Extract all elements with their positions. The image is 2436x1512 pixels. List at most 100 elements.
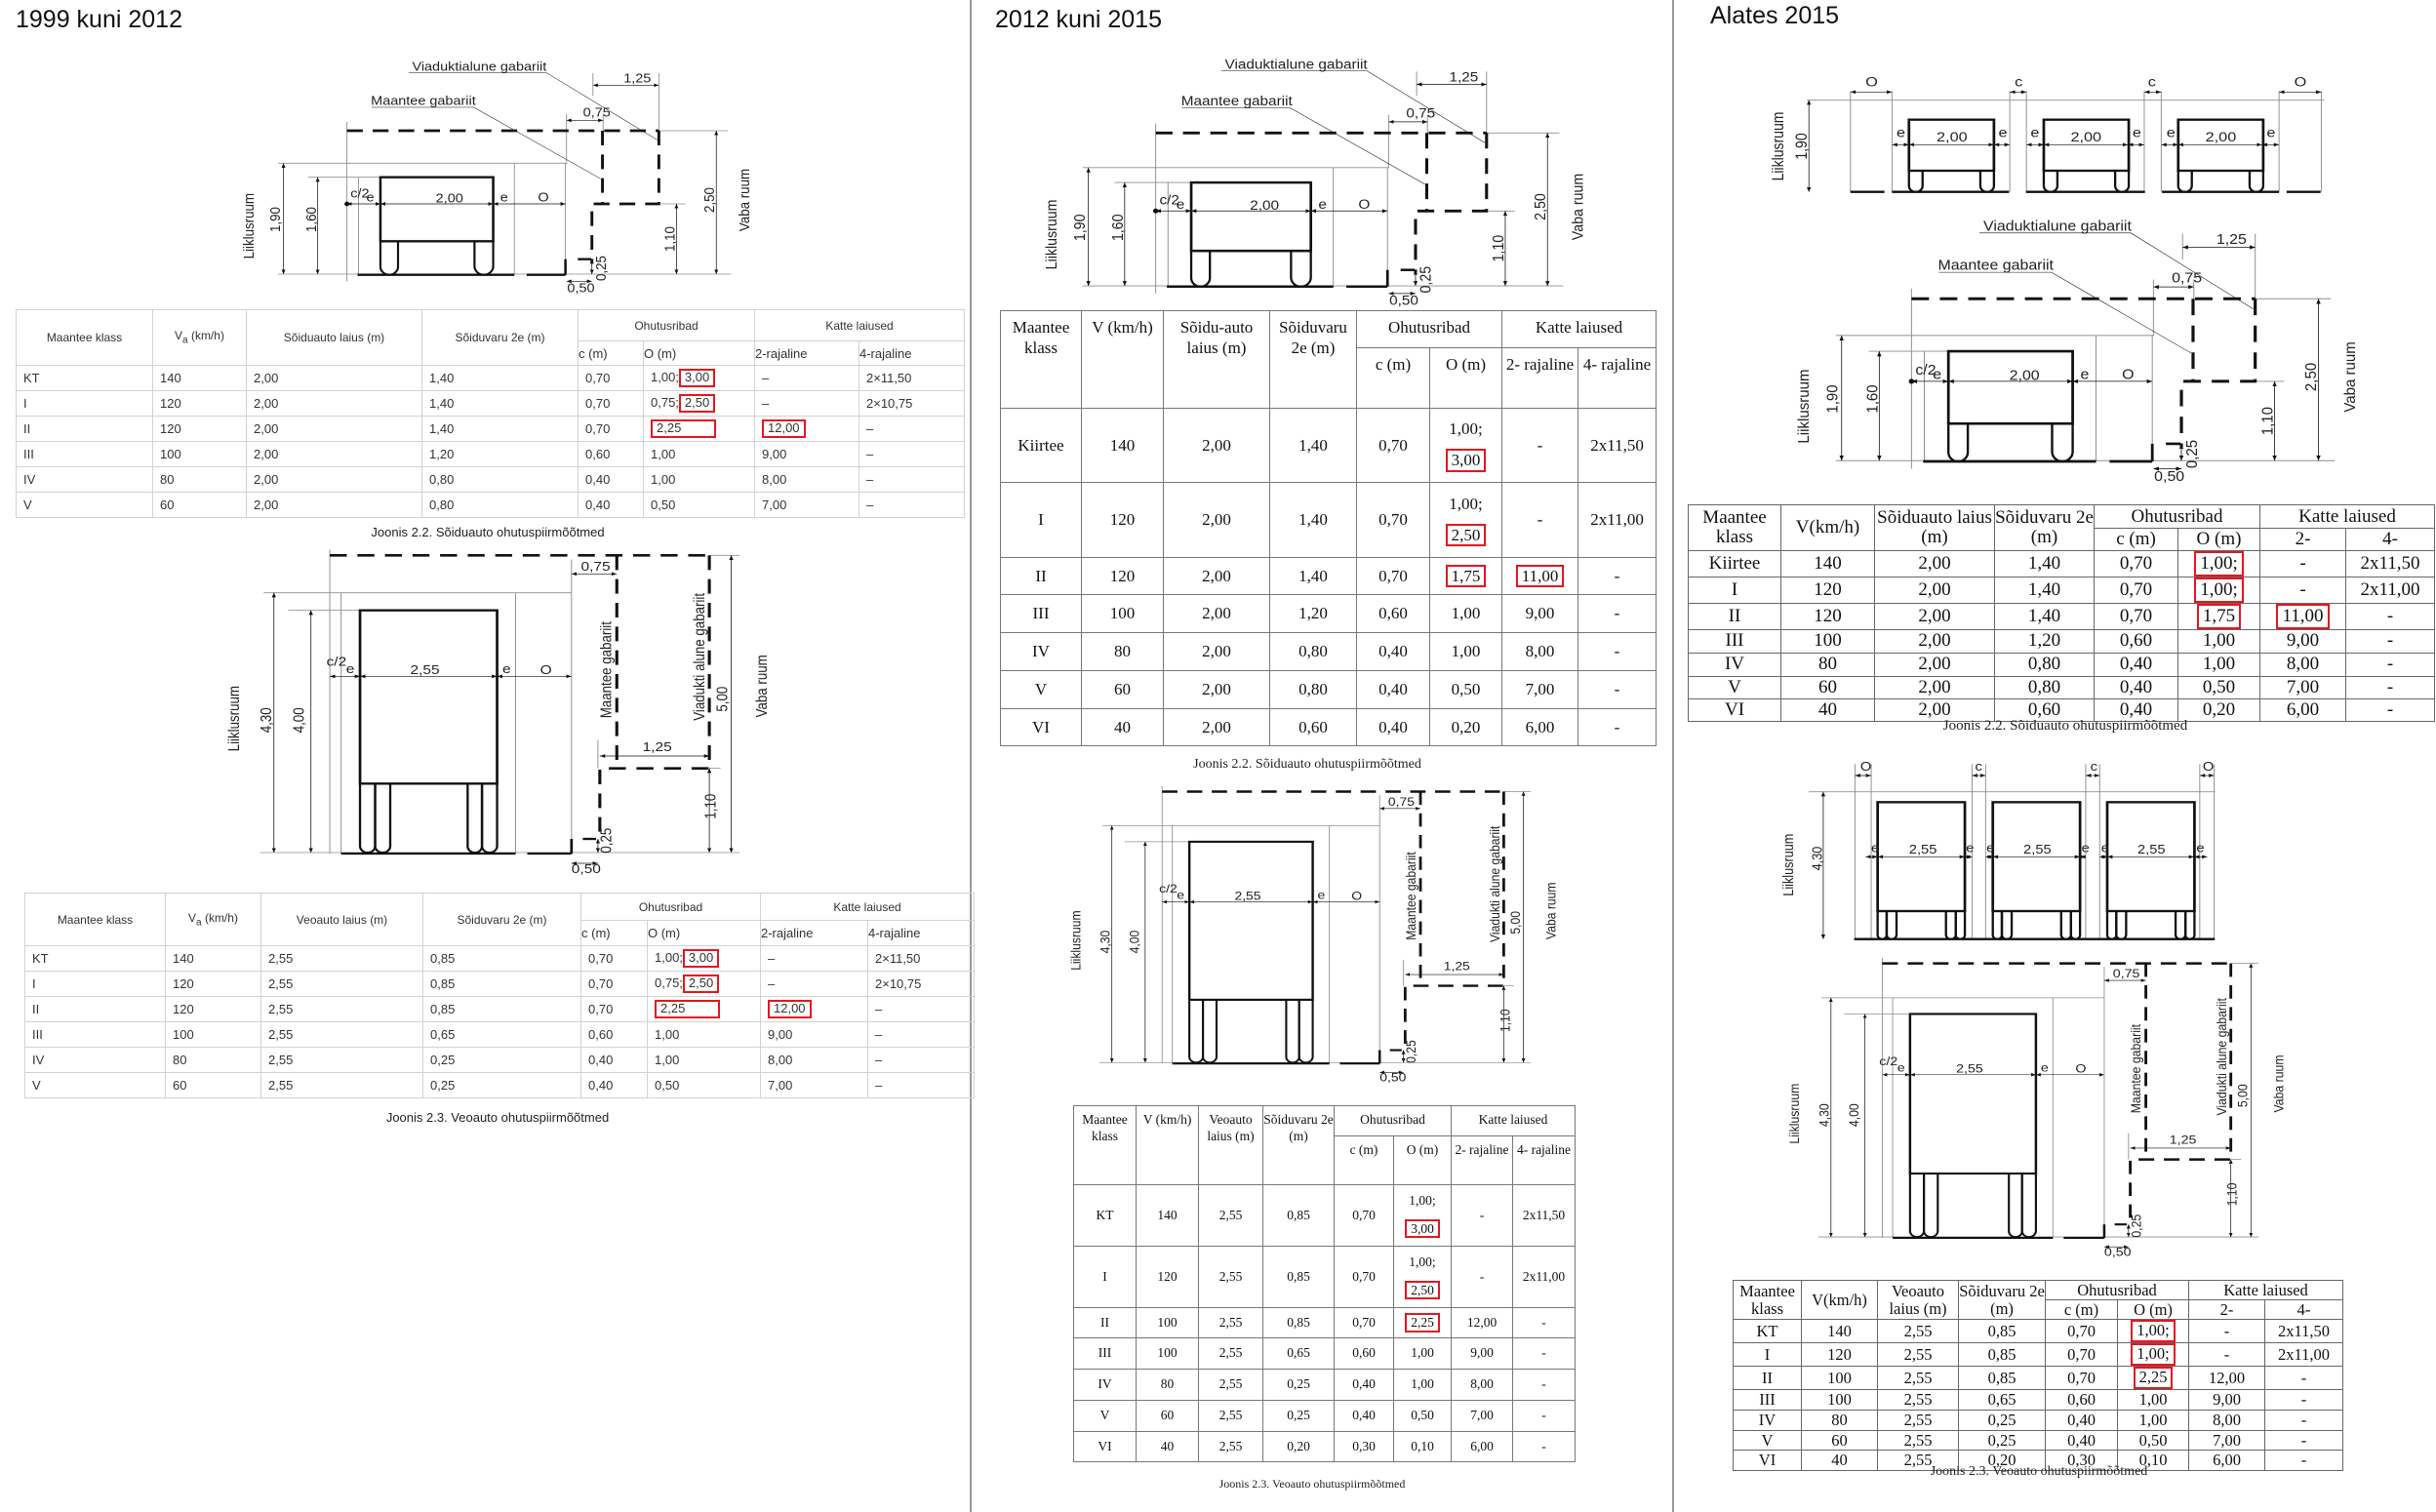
table-cell: 2,00 xyxy=(1163,632,1270,671)
table-cell: – xyxy=(858,492,966,518)
column-group-header: Ohutusribad xyxy=(2044,1280,2190,1300)
table-cell: - xyxy=(1511,1431,1577,1462)
column-subheader: c (m) xyxy=(1334,1135,1394,1185)
table-cell: V xyxy=(1733,1429,1802,1451)
table-cell: 6,00 xyxy=(1501,708,1579,746)
table-cell: Kiirtee xyxy=(1688,550,1781,577)
table-cell: 2,00 xyxy=(246,390,422,417)
header-text: Maantee klass xyxy=(46,331,123,344)
dimension-label: 0,50 xyxy=(1389,294,1418,308)
table-cell: 0,60 xyxy=(1269,708,1357,746)
dimension-label: 0,25 xyxy=(599,828,616,854)
header-text: Sõiduvaru 2e (m) xyxy=(1959,1282,2045,1318)
table-cell: 8,00 xyxy=(2188,1409,2266,1431)
table-cell: 0,70 xyxy=(2094,550,2178,577)
dimension-label: O xyxy=(1351,889,1362,902)
column-header: Va (km/h) xyxy=(165,893,261,946)
leader-line xyxy=(1220,70,1486,143)
dimension-label: 0,75 xyxy=(2172,270,2202,287)
table-caption: Joonis 2.3. Veoauto ohutuspiirmõõtmed xyxy=(385,1110,610,1125)
wheel-icon xyxy=(2020,1174,2037,1238)
table-cell: 2,55 xyxy=(1198,1184,1263,1247)
dimension-label: c/2 xyxy=(1915,362,1936,378)
table-cell: - xyxy=(1451,1246,1513,1308)
header-text: Veoauto laius (m) xyxy=(1207,1112,1255,1143)
table-cell: II xyxy=(1688,602,1781,630)
wheel-icon xyxy=(2069,911,2082,940)
column-header: Sõiduvaru 2e (m) xyxy=(1958,1280,2046,1320)
table-cell: 6,00 xyxy=(2188,1449,2266,1471)
table-cell: 2×11,50 xyxy=(866,945,976,972)
table-cell: KT xyxy=(1733,1319,1802,1343)
table-cell: 0,60 xyxy=(1356,594,1430,633)
dimension-label: e xyxy=(1177,197,1185,212)
dimension-label: e xyxy=(1966,841,1975,855)
table-cell: 2x11,50 xyxy=(2345,550,2435,577)
table-cell: 2,55 xyxy=(1877,1449,1959,1471)
table-cell: - xyxy=(1577,670,1657,709)
table-cell: 9,00 xyxy=(754,441,859,467)
table-cell: 1,00 xyxy=(643,441,755,467)
table-cell: 2,00 xyxy=(1874,576,1995,604)
table-cell: 0,75;2,50 xyxy=(647,971,761,997)
dimension-label: Maantee gabariit xyxy=(1937,258,2054,274)
header-text: V (km/h) xyxy=(1092,318,1153,337)
wheel-icon xyxy=(2115,911,2128,940)
table-cell: 0,50 xyxy=(643,492,755,518)
column-subheader: O (m) xyxy=(2116,1299,2190,1320)
table-cell: 0,60 xyxy=(2045,1388,2118,1411)
column-subheader: 4- xyxy=(2264,1299,2344,1320)
header-text: a xyxy=(196,917,202,929)
table-cell: 120 xyxy=(1136,1246,1199,1308)
dimension-label: 1,25 xyxy=(643,740,672,755)
dimension-label: e xyxy=(1897,1061,1905,1075)
table-cell: V xyxy=(1073,1400,1137,1432)
header-text: Maantee klass xyxy=(1702,507,1767,547)
table-cell: 1,00; xyxy=(2116,1341,2190,1367)
column-subheader: 2- rajaline xyxy=(1501,347,1579,409)
dimension-label: Liiklusruum xyxy=(1786,1084,1802,1144)
table-cell: 1,40 xyxy=(1994,602,2095,630)
highlighted-value: 3,00 xyxy=(1405,1218,1440,1239)
table-cell: - xyxy=(2259,576,2346,604)
table-cell: 0,85 xyxy=(1958,1319,2046,1343)
header-text: Sõiduvaru 2e (m) xyxy=(1263,1112,1334,1143)
table-cell: 0,40 xyxy=(2094,652,2178,677)
table-cell: - xyxy=(1451,1184,1513,1247)
column-group-header: Katte laiused xyxy=(753,309,966,341)
dimension-label: 1,90 xyxy=(1824,384,1841,413)
dimension-label: Maantee gabariit xyxy=(599,621,616,718)
table-cell: 100 xyxy=(1801,1388,1878,1411)
dimension-label: 2,55 xyxy=(2023,843,2052,856)
table-cell: 0,50 xyxy=(1428,670,1503,709)
dimension-label: 0,25 xyxy=(2128,1214,2143,1238)
wheel-icon xyxy=(1947,423,1970,463)
table-cell: 1,00 xyxy=(2177,652,2260,677)
table-cell: 1,20 xyxy=(421,441,579,467)
wheel-icon xyxy=(466,783,484,854)
panel-title-right: Alates 2015 xyxy=(1710,2,1840,29)
table-cell: 9,00 xyxy=(2188,1388,2266,1411)
column-subheader: 2- xyxy=(2188,1299,2266,1320)
dimension-label: 0,25 xyxy=(2184,440,2201,468)
table-cell: 1,40 xyxy=(421,365,579,391)
dimension-label: e xyxy=(1999,126,2008,141)
table-cell: 80 xyxy=(1136,1369,1199,1401)
table-cell: 0,25 xyxy=(422,1072,581,1098)
table-cell: 100 xyxy=(1801,1365,1878,1390)
table-cell: - xyxy=(1501,408,1579,483)
gabarit-dashed-line xyxy=(590,131,660,262)
table-cell: – xyxy=(858,416,966,442)
